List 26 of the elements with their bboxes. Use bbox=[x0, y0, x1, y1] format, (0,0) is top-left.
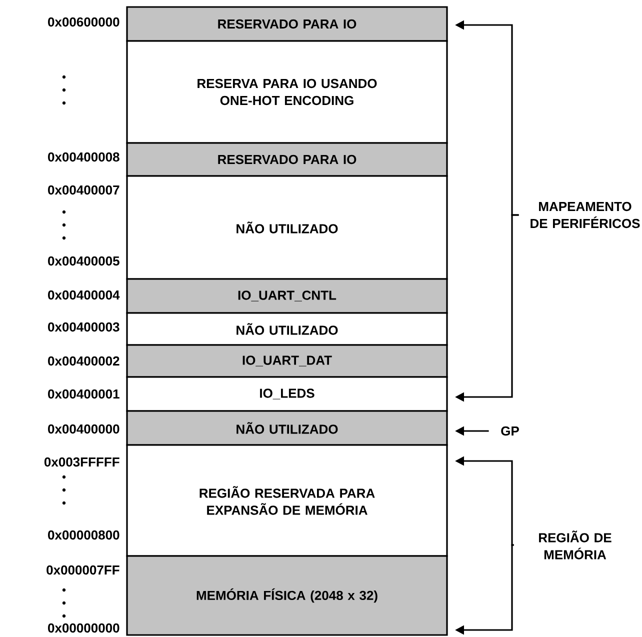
address-label: 0x00400001 bbox=[48, 389, 120, 399]
memory-block: RESERVADO PARA IO bbox=[126, 142, 448, 177]
address-label: 0x00000800 bbox=[48, 530, 120, 540]
address-label: 0x00400004 bbox=[48, 290, 120, 300]
memory-block: NÃO UTILIZADO bbox=[126, 175, 448, 280]
region-label: REGIÃO DE MEMÓRIA bbox=[539, 530, 612, 560]
address-label: 0x00400000 bbox=[48, 424, 120, 434]
address-label: 0x00400003 bbox=[48, 322, 120, 332]
memory-block: NÃO UTILIZADO bbox=[126, 312, 448, 346]
region-label: MAPEAMENTO DE PERIFÉRICOS bbox=[530, 202, 640, 228]
memory-block: NÃO UTILIZADO bbox=[126, 410, 448, 446]
address-label: 0x00400002 bbox=[48, 356, 120, 366]
memory-block: IO_LEDS bbox=[126, 376, 448, 412]
memory-block: MEMÓRIA FÍSICA (2048 x 32) bbox=[126, 555, 448, 636]
address-label: 0x00400005 bbox=[48, 256, 120, 266]
address-label: 0x00600000 bbox=[48, 17, 120, 27]
address-label: 0x003FFFFF bbox=[44, 457, 120, 467]
address-label: 0x000007FF bbox=[46, 565, 120, 575]
address-label: 0x00400007 bbox=[48, 185, 120, 195]
region-label: GP bbox=[501, 426, 519, 436]
memory-block: REGIÃO RESERVADA PARA EXPANSÃO DE MEMÓRIA bbox=[126, 444, 448, 557]
memory-block: RESERVA PARA IO USANDO ONE-HOT ENCODING bbox=[126, 40, 448, 144]
address-label: 0x00400008 bbox=[48, 152, 120, 162]
memory-block: RESERVADO PARA IO bbox=[126, 6, 448, 42]
memory-block: IO_UART_DAT bbox=[126, 344, 448, 378]
memory-block: IO_UART_CNTL bbox=[126, 278, 448, 314]
